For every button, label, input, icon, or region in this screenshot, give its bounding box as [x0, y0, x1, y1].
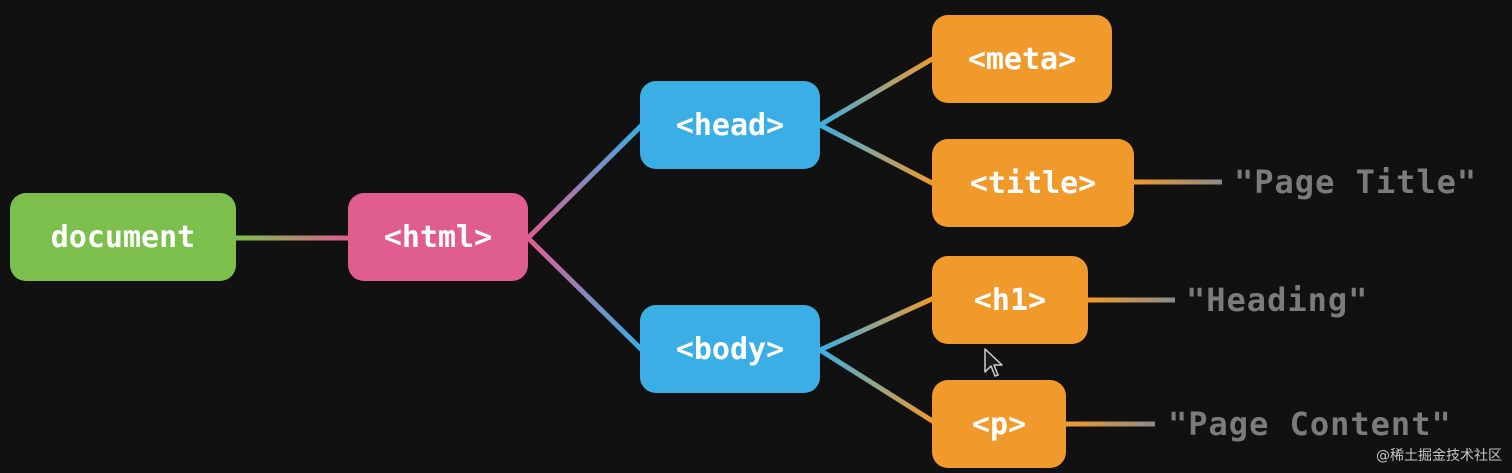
watermark: @稀土掘金技术社区	[1376, 448, 1502, 464]
node-html: <html>	[348, 193, 528, 281]
node-body: <body>	[640, 305, 820, 393]
link-html-head	[526, 123, 644, 240]
link-body-p	[818, 347, 936, 425]
text-page-content: "Page Content"	[1168, 405, 1452, 443]
node-h1: <h1>	[932, 256, 1088, 344]
link-head-title	[818, 122, 936, 187]
text-page-title: "Page Title"	[1234, 163, 1478, 201]
node-p: <p>	[932, 380, 1066, 468]
mouse-cursor-icon	[984, 348, 1003, 377]
node-document: document	[10, 193, 236, 281]
node-head: <head>	[640, 81, 820, 169]
text-heading: "Heading"	[1186, 281, 1369, 319]
node-meta: <meta>	[932, 15, 1112, 103]
link-body-h1	[818, 295, 936, 353]
link-head-meta	[818, 55, 936, 128]
node-title: <title>	[932, 139, 1134, 227]
link-html-body	[526, 236, 644, 352]
